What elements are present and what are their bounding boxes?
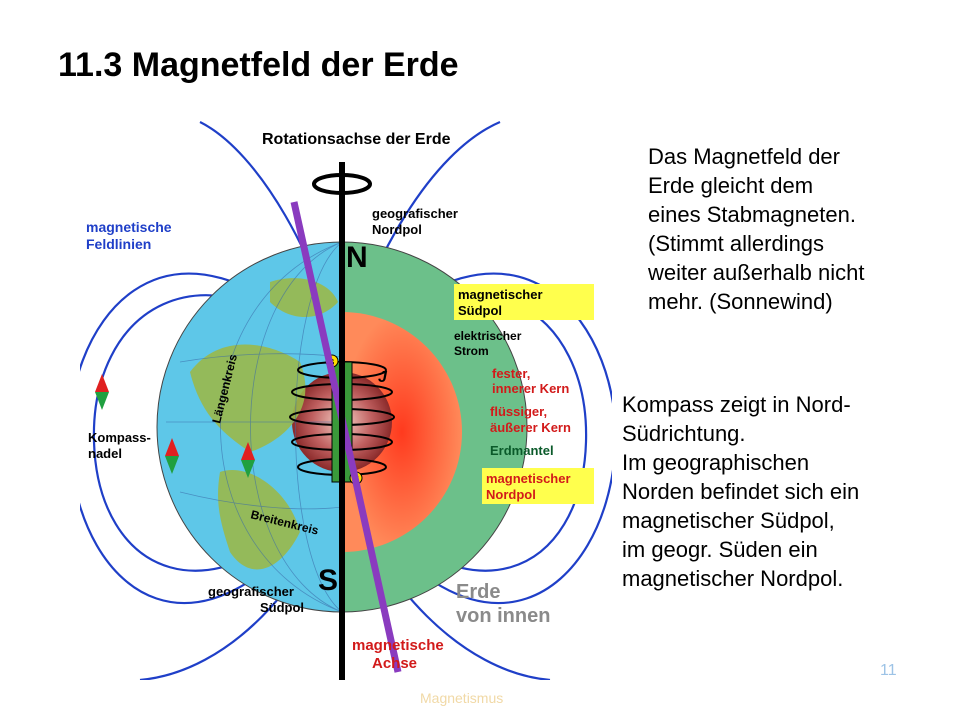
earth-magnetic-field-figure: S N J Rotationsachse der Erde magnetisch… <box>68 112 617 682</box>
label-inner-core-1: fester, <box>492 366 530 381</box>
label-mag-north-2: Nordpol <box>486 487 536 502</box>
slide-title: 11.3 Magnetfeld der Erde <box>58 46 459 84</box>
label-mag-north-1: magnetischer <box>486 471 571 486</box>
label-inside-2: von innen <box>456 605 550 627</box>
label-mag-south-1: magnetischer <box>458 287 543 302</box>
label-current-2: Strom <box>454 344 489 358</box>
page-number: 11 <box>880 662 897 679</box>
letter-south: S <box>318 564 338 597</box>
rotation-arrow-icon <box>312 173 372 195</box>
label-inner-core-2: innerer Kern <box>492 381 569 396</box>
label-mantle: Erdmantel <box>490 443 554 458</box>
label-geo-south-1: geografischer <box>208 584 294 599</box>
label-mag-axis-1: magnetische <box>352 637 444 654</box>
label-field-lines-2: Feldlinien <box>86 236 151 252</box>
label-compass-1: Kompass- <box>88 430 151 445</box>
label-outer-core-1: flüssiger, <box>490 404 547 419</box>
figure-svg: S N J Rotationsachse der Erde magnetisch… <box>68 120 617 682</box>
compass-needle-icon <box>165 438 179 474</box>
label-compass-2: nadel <box>88 446 122 461</box>
footer-text: Magnetismus <box>420 690 504 706</box>
label-rotation-axis: Rotationsachse der Erde <box>262 131 451 148</box>
compass-explanation-text: Kompass zeigt in Nord- Südrichtung. Im g… <box>622 392 860 591</box>
current-symbol-j: J <box>378 369 388 386</box>
label-box-mag-south <box>454 284 594 320</box>
compass-needle-icon <box>95 374 109 410</box>
description-text: Das Magnetfeld der Erde gleicht dem eine… <box>648 144 865 314</box>
label-field-lines-1: magnetische <box>86 219 172 235</box>
label-box-mag-north <box>482 468 594 504</box>
label-mag-south-2: Südpol <box>458 303 502 318</box>
label-mag-axis-2: Achse <box>372 655 417 672</box>
compass-needle-icon <box>241 442 255 478</box>
label-outer-core-2: äußerer Kern <box>490 420 571 435</box>
letter-north: N <box>346 241 368 274</box>
label-geo-south-2: Südpol <box>260 600 304 615</box>
label-geo-north-2: Nordpol <box>372 222 422 237</box>
earth-globe <box>156 241 528 613</box>
label-current-1: elektrischer <box>454 329 522 343</box>
label-geo-north-1: geografischer <box>372 206 458 221</box>
label-inside-1: Erde <box>456 581 500 603</box>
magnetic-axis-line <box>290 201 402 673</box>
